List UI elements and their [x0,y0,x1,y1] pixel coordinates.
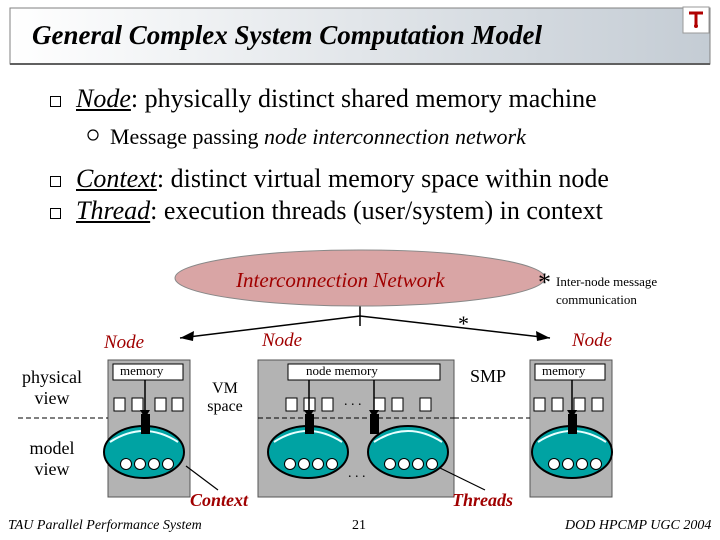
physical-view-label: physical view [20,367,84,409]
bullet-node: Node: physically distinct shared memory … [76,84,597,114]
model-view-line1: model [29,438,75,458]
bullet-square-icon [50,208,61,219]
bullet-thread: Thread: execution threads (user/system) … [76,196,603,226]
network-asterisk: * [458,311,469,336]
thread-text: : execution threads (user/system) in con… [150,196,603,225]
legend-asterisk: * [538,268,551,297]
bullet-context: Context: distinct virtual memory space w… [76,164,609,194]
legend-line1: Inter-node message [556,274,658,289]
legend-line2: communication [556,292,637,307]
node-text: : physically distinct shared memory mach… [130,84,597,113]
context-term: Context [76,164,157,193]
threads-label: Threads [452,490,514,510]
page-number: 21 [352,518,366,533]
vm-space-label: VM space [200,380,250,416]
title-bar [9,7,711,65]
tau-logo-icon [682,6,710,34]
node-label-middle: Node [262,330,303,351]
footer-right: DOD HPCMP UGC 2004 [565,518,712,533]
node-label-right: Node [572,330,613,351]
ellipsis-processors: . . . [344,394,362,409]
node-memory-label: node memory [306,363,378,378]
interconnection-network-label: Interconnection Network [236,268,445,292]
sub-bullet-circle-icon [87,129,99,141]
footer-left: TAU Parallel Performance System [8,518,202,533]
context-text: : distinct virtual memory space within n… [156,164,609,193]
bullet-square-icon [50,96,61,107]
thread-term: Thread [76,196,151,225]
smp-label: SMP [470,366,507,386]
diagram-graphics [18,249,613,498]
ellipsis-contexts: . . . [348,466,366,481]
memory-label-right: memory [542,363,586,378]
slide-title: General Complex System Computation Model [32,20,543,50]
node-label-left: Node [104,332,145,353]
vm-line1: VM [212,380,238,397]
node-term: Node [76,84,131,113]
physical-view-line2: view [34,388,70,408]
bullet-message-passing: Message passing node interconnection net… [110,124,526,150]
sub-text-italic: node interconnection network [263,124,526,149]
sub-text-plain: Message passing [110,124,264,149]
memory-label-left: memory [120,363,164,378]
bullet-square-icon [50,176,61,187]
model-view-line2: view [34,459,70,479]
vm-line2: space [207,398,243,415]
context-label: Context [190,490,249,510]
physical-view-line1: physical [22,367,82,387]
model-view-label: model view [20,438,84,480]
